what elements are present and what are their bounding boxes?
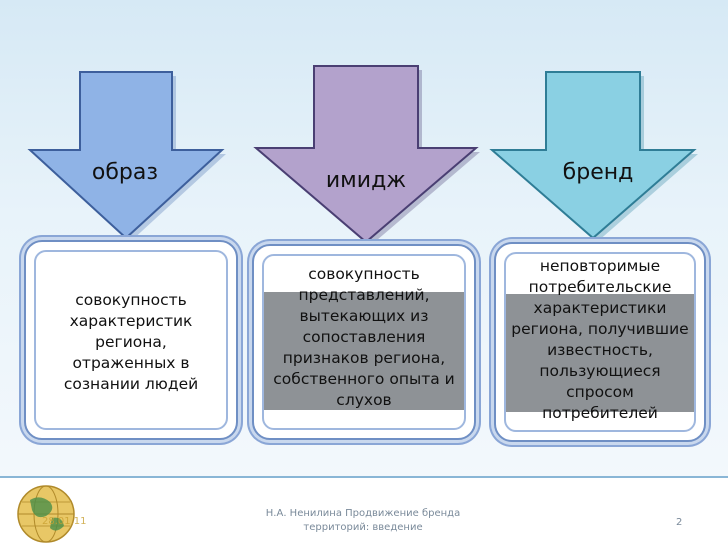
arrow-brend [489, 71, 698, 242]
definition-line: отраженных в [72, 354, 190, 372]
globe-icon [17, 485, 75, 543]
definition-line: известность, [547, 341, 653, 359]
stripe-band [264, 292, 464, 410]
definition-line: потребителей [542, 404, 658, 422]
arrow-imidzh-label: имидж [325, 168, 407, 193]
definition-line: региона, [95, 333, 167, 351]
definition-line: совокупность [308, 265, 420, 283]
definition-box-imidzh-inner: совокупность представлений, вытекающих и… [262, 254, 466, 430]
arrow-brend-shape [489, 71, 697, 240]
definition-box-brend-inner: неповторимые потребительские характерист… [504, 252, 696, 432]
definition-line: представлений, [298, 286, 430, 304]
footer-author-line1: Н.А. Ненилина Продвижение бренда [265, 508, 461, 519]
arrow-imidzh-shape [253, 65, 479, 244]
arrow-obraz-shape [27, 71, 225, 240]
definition-imidzh-text: совокупность представлений, вытекающих и… [264, 264, 464, 411]
definition-line: вытекающих из [299, 307, 429, 325]
footer-author: Н.А. Ненилина Продвижение бренда террито… [258, 507, 468, 535]
arrow-obraz [27, 71, 226, 242]
definition-obraz-text: совокупность характеристик региона, отра… [36, 290, 226, 395]
arrow-obraz-label: образ [91, 160, 159, 185]
definition-box-imidzh: совокупность представлений, вытекающих и… [252, 244, 476, 440]
slide-date: 28.01.11 [42, 516, 87, 527]
footer-author-line2: территорий: введение [303, 522, 423, 533]
footer-area [0, 478, 728, 546]
definition-line: сопоставления [302, 328, 426, 346]
page-number: 2 [676, 517, 683, 528]
definition-line: характеристики [533, 299, 667, 317]
arrow-brend-label: бренд [562, 160, 634, 185]
definition-line: пользующиеся [539, 362, 661, 380]
definition-line: совокупность [75, 291, 187, 309]
definition-line: признаков региона, [282, 349, 446, 367]
definition-line: характеристик [69, 312, 193, 330]
stripe-band [506, 294, 694, 412]
arrow-imidzh [253, 65, 480, 246]
definition-line: собственного опыта и [273, 370, 455, 388]
definition-line: неповторимые [539, 257, 661, 275]
background-divider [0, 476, 728, 478]
definition-box-brend: неповторимые потребительские характерист… [494, 242, 706, 442]
definition-line: потребительские [528, 278, 672, 296]
definition-box-obraz-inner: совокупность характеристик региона, отра… [34, 250, 228, 430]
definition-line: сознании людей [63, 375, 199, 393]
definition-brend-text: неповторимые потребительские характерист… [506, 256, 694, 424]
definition-line: спросом [566, 383, 634, 401]
definition-box-obraz: совокупность характеристик региона, отра… [24, 240, 238, 440]
definition-line: региона, получившие [511, 320, 689, 338]
definition-line: слухов [336, 391, 392, 409]
